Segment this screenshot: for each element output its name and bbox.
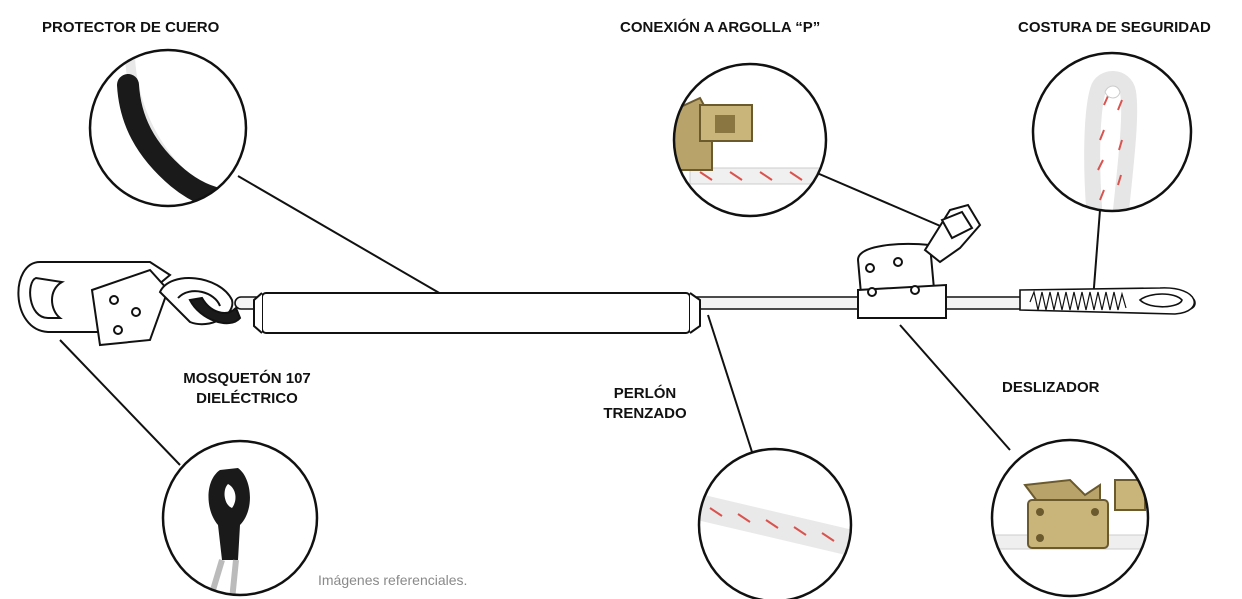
leader-deslizador	[899, 324, 1011, 451]
label-mosqueton: MOSQUETÓN 107 DIELÉCTRICO	[158, 369, 336, 409]
label-costura-seguridad: COSTURA DE SEGURIDAD	[1018, 19, 1211, 36]
detail-costura	[1031, 51, 1193, 213]
rope-grab-icon	[856, 203, 982, 319]
webbing-strap	[188, 296, 242, 325]
label-mosqueton-line2: DIELÉCTRICO	[196, 390, 298, 407]
label-perlon-line1: PERLÓN	[613, 385, 677, 402]
label-perlon-line2: TRENZADO	[603, 405, 687, 422]
label-deslizador: DESLIZADOR	[1002, 379, 1100, 396]
leader-conexion	[809, 169, 946, 229]
safety-stitch	[1029, 289, 1127, 311]
detail-perlon	[697, 447, 853, 599]
label-mosqueton-line1: MOSQUETÓN 107	[183, 370, 311, 387]
leader-perlon	[707, 314, 753, 453]
detail-mosqueton	[161, 439, 319, 597]
leader-protector	[237, 175, 461, 306]
detail-conexion	[672, 62, 828, 218]
label-protector-de-cuero: PROTECTOR DE CUERO	[42, 19, 220, 36]
sleeve-taper	[689, 292, 701, 334]
sleeve-start	[253, 292, 263, 334]
carabiner-icon	[17, 261, 242, 347]
label-perlon: PERLÓN TRENZADO	[585, 384, 705, 424]
detail-protector	[88, 48, 248, 208]
leader-costura	[1092, 209, 1101, 301]
detail-deslizador	[990, 438, 1150, 598]
leader-mosqueton	[59, 339, 181, 466]
leather-sleeve	[261, 292, 691, 334]
rope	[234, 292, 1196, 334]
label-conexion-argolla: CONEXIÓN A ARGOLLA “P”	[620, 19, 821, 36]
leader-lines	[59, 169, 1101, 466]
eye-loop-icon	[1019, 287, 1195, 315]
footer-note: Imágenes referenciales.	[318, 572, 468, 588]
